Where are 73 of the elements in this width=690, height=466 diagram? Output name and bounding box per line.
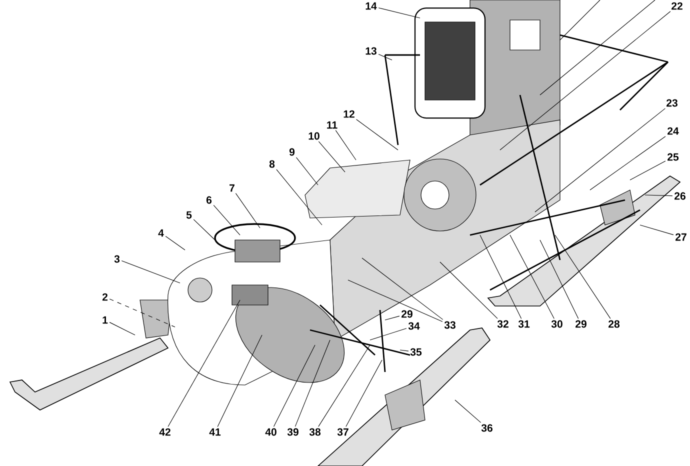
leader-line	[356, 119, 398, 150]
leader-line	[510, 234, 554, 319]
callout-number: 14	[366, 2, 377, 10]
callout-number: 24	[668, 127, 679, 135]
leader-line	[276, 169, 322, 226]
callout-number: 41	[209, 428, 221, 436]
leader-line	[335, 130, 356, 160]
callout-number: 25	[668, 153, 679, 161]
callout-number: 7	[230, 184, 234, 192]
callout-number: 37	[337, 428, 348, 436]
callout-number: 39	[287, 428, 298, 436]
leader-line	[235, 193, 260, 228]
leader-line	[500, 11, 671, 150]
leader-line	[168, 300, 240, 427]
callout-number: 5	[186, 211, 192, 219]
callout-number: 40	[265, 428, 276, 436]
leader-line	[554, 234, 611, 319]
leader-line	[370, 328, 407, 340]
leader-line	[294, 340, 330, 427]
callout-number: 11	[327, 121, 338, 129]
callout-number: 9	[289, 148, 295, 156]
callout-number: 29	[576, 320, 586, 328]
leader-line	[454, 400, 482, 423]
callout-number: 38	[309, 428, 321, 436]
callout-number: 26	[674, 192, 686, 200]
callout-number: 2	[102, 293, 108, 301]
leader-line	[109, 298, 176, 328]
leader-line	[644, 194, 673, 196]
leader-line	[640, 224, 674, 236]
leader-line	[121, 260, 180, 284]
leader-line	[296, 157, 318, 186]
leader-line	[534, 108, 666, 212]
leader-line	[109, 322, 136, 336]
callout-number: 36	[481, 424, 492, 432]
leader-line	[630, 160, 666, 180]
callout-number: 30	[551, 320, 562, 328]
leader-line	[346, 360, 382, 427]
callout-number: 29	[402, 310, 412, 318]
leader-line	[217, 334, 262, 427]
callout-number: 8	[269, 160, 275, 168]
leader-line	[400, 350, 409, 352]
leader-line	[213, 204, 240, 236]
leader-line	[318, 344, 370, 427]
leader-line	[165, 236, 186, 250]
callout-number: 22	[672, 2, 682, 10]
callout-number: 32	[497, 320, 508, 328]
callout-number: 1	[102, 316, 108, 324]
callout-number: 27	[676, 233, 686, 241]
callout-number: 42	[159, 428, 170, 436]
leader-line	[362, 258, 444, 320]
leader-line	[193, 219, 216, 240]
callout-number: 10	[308, 132, 320, 140]
callout-number: 28	[608, 320, 620, 328]
leader-line	[480, 234, 522, 319]
callout-number: 23	[666, 99, 678, 107]
leader-line	[540, 240, 579, 319]
leader-line	[378, 54, 392, 60]
callout-number: 31	[518, 320, 530, 328]
callout-number: 4	[158, 229, 164, 237]
callout-number: 6	[206, 196, 212, 204]
leader-line	[440, 262, 498, 319]
leader-line	[273, 344, 316, 427]
callout-number: 35	[410, 348, 422, 356]
callout-number: 34	[408, 322, 420, 330]
callout-number: 12	[344, 110, 354, 118]
leader-line	[348, 280, 443, 322]
callout-number: 13	[366, 47, 376, 55]
leader-line	[378, 8, 420, 18]
leader-line	[318, 141, 346, 172]
leader-line	[384, 316, 400, 320]
callout-number: 33	[444, 321, 456, 329]
leader-line	[590, 136, 666, 190]
callout-number: 3	[114, 255, 120, 263]
